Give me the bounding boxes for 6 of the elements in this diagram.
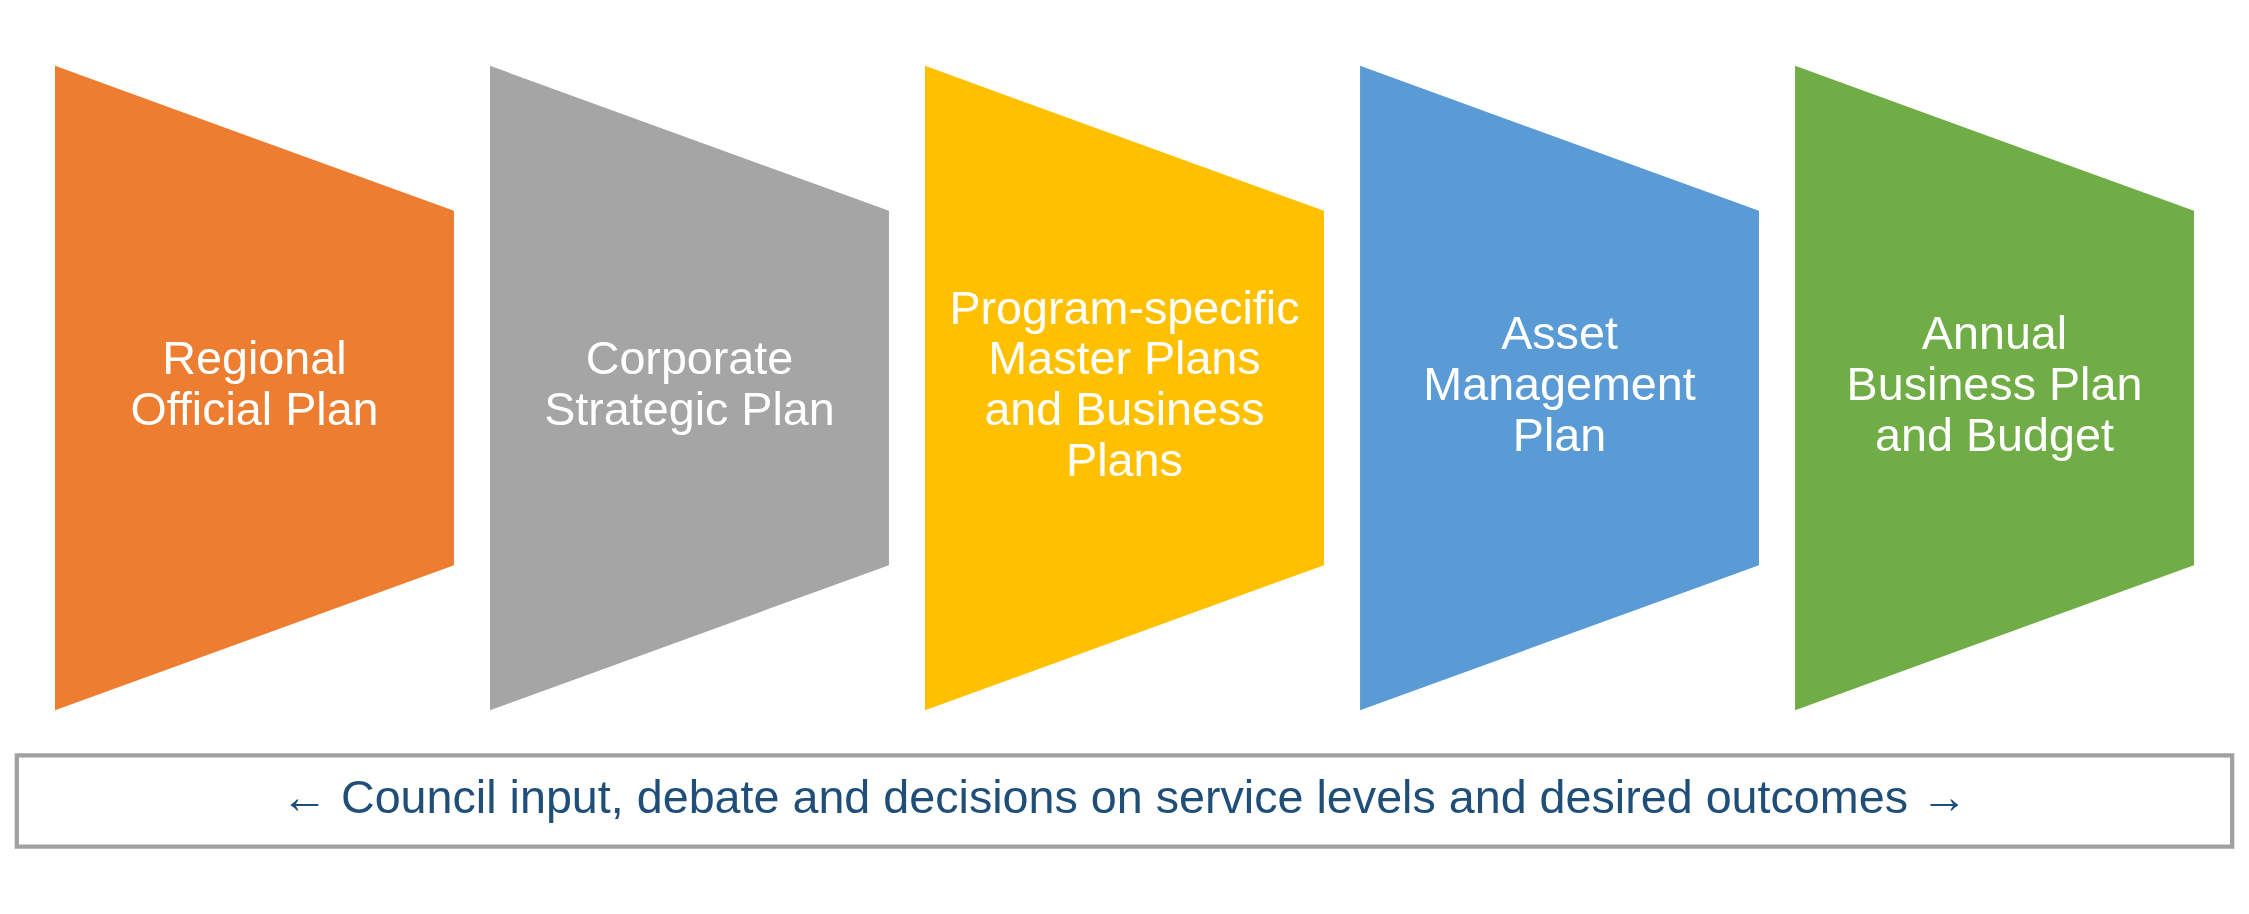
node-box: Regional Official Plan: [55, 65, 454, 711]
node-box: ← Council input, debate and decisions on service levels and desired outcomes →: [14, 753, 2235, 849]
node-box: Corporate Strategic Plan: [490, 65, 889, 711]
node-box: Program-specific Master Plans and Business Plans: [925, 65, 1324, 711]
node-box: Asset Management Plan: [1360, 65, 1759, 711]
node-box: Annual Business Plan and Budget: [1795, 65, 2194, 711]
